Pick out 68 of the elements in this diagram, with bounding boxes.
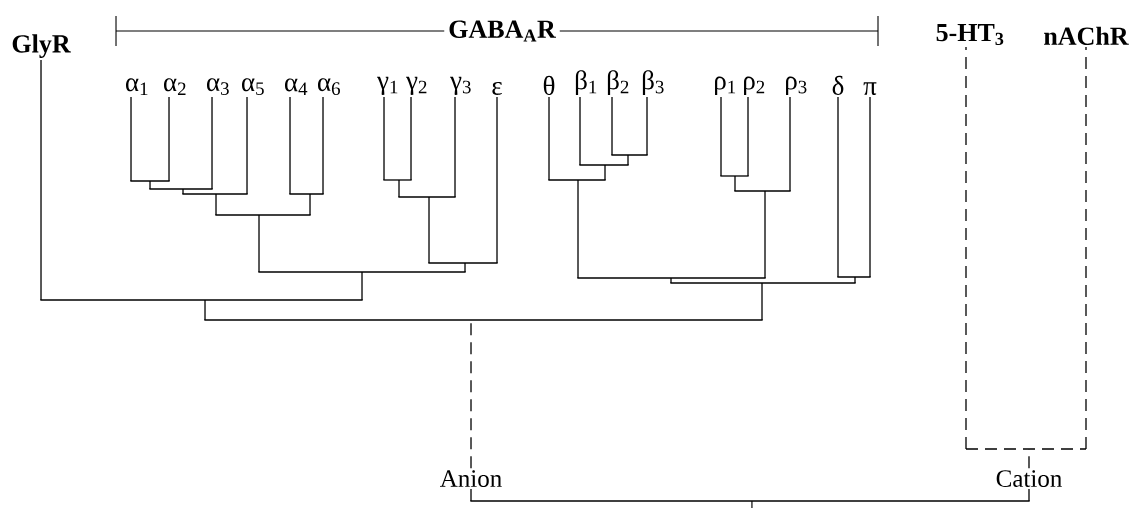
subunit-label: ρ$_{2}$ [744,76,765,95]
receptor-label: 5-HT$_{3}$ [936,24,1004,45]
tree-branch [548,96,550,181]
subunit-label: γ$_{3}$ [450,76,471,95]
tree-branch [747,96,749,177]
subunit-label: β$_{2}$ [607,70,629,95]
tree-branch [764,190,766,279]
subunit-label: α$_{5}$ [242,78,264,95]
subunit-label: π [863,82,877,95]
tree-branch [965,46,967,450]
subunit-label: ρ$_{3}$ [786,76,807,95]
family-label: GABA$_{A}$R [444,16,560,46]
tree-branch [837,96,839,278]
tree-branch [1028,488,1030,502]
tree-branch [246,96,248,195]
tree-branch [130,96,132,182]
tree-branch [149,180,151,190]
tree-branch [410,96,412,181]
tree-branch [854,276,856,284]
subunit-label: ε [492,82,502,95]
subunit-label: θ [543,75,555,95]
subunit-label: α$_{4}$ [285,78,308,95]
tree-branch [496,96,498,264]
receptor-label: nAChR [1044,26,1129,45]
tree-branch [215,193,217,216]
subunit-label: δ [832,75,844,95]
tree-branch [309,193,311,216]
subunit-label: α$_{3}$ [207,78,229,95]
tree-branch [761,282,763,321]
tree-branch [646,96,648,156]
tree-branch [579,96,581,166]
tree-branch [611,96,613,156]
tree-branch [720,96,722,177]
tree-branch [464,262,466,273]
tree-branch [470,488,472,502]
subunit-label: γ$_{2}$ [406,76,427,95]
subunit-label: β$_{3}$ [642,70,664,95]
tree-branch [604,164,606,181]
tree-branch [258,214,260,273]
branch-label: Cation [996,470,1062,487]
tree-branch [1085,46,1087,450]
tree-branch [40,59,42,301]
tree-branch [211,96,213,190]
tree-branch [398,179,400,198]
subunit-label: β$_{1}$ [575,70,597,95]
subunit-label: γ$_{1}$ [377,76,398,95]
receptor-label: GlyR [12,34,71,58]
subunit-label: α$_{6}$ [318,78,340,95]
tree-branch [361,271,363,301]
tree-branch [627,154,629,166]
tree-branch [789,96,791,192]
tree-branch [289,96,291,195]
tree-branch [383,96,385,181]
tree-branch [454,96,456,198]
branch-label: Anion [440,470,502,487]
tree-branch [204,299,206,321]
tree-branch [869,96,871,278]
tree-branch [322,96,324,195]
tree-branch [428,196,430,264]
tree-branch [751,500,753,508]
subunit-label: ρ$_{1}$ [715,76,736,95]
subunit-label: α$_{1}$ [126,78,148,95]
subunit-label: α$_{2}$ [164,78,186,95]
tree-branch [577,179,579,279]
tree-branch [168,96,170,182]
tree-branch [734,175,736,192]
tree-branch [182,188,184,195]
tree-branch [670,277,672,284]
